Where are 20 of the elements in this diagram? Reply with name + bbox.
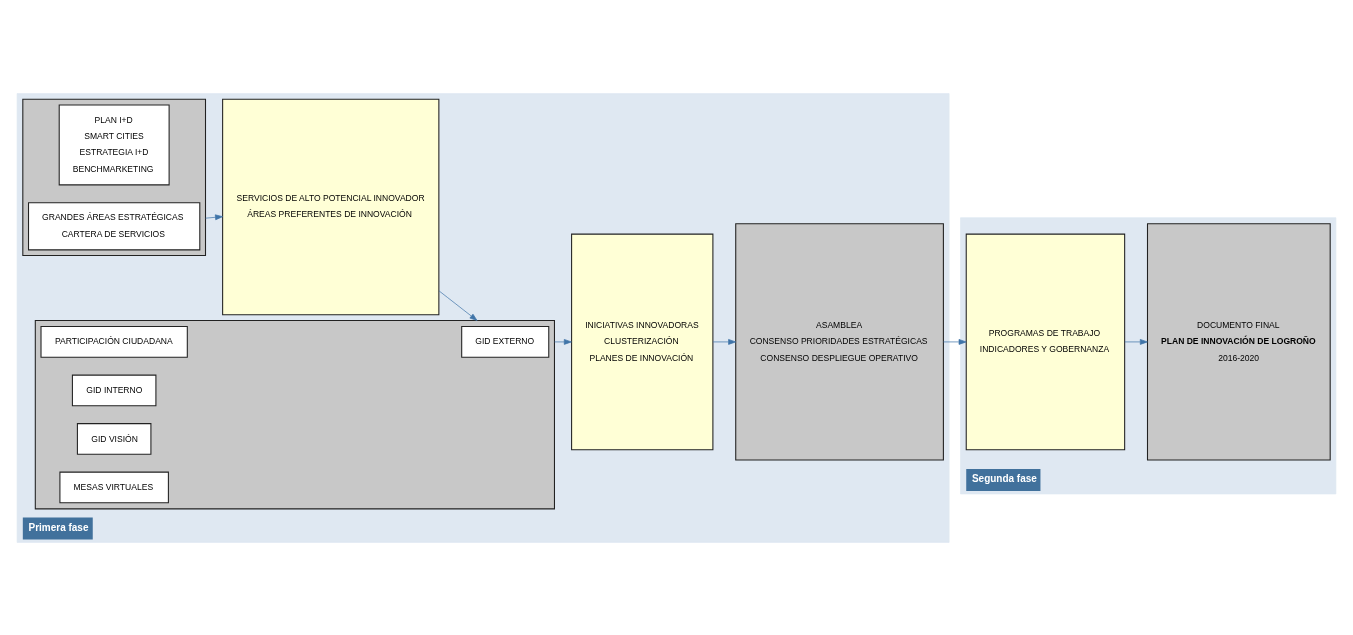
arrow (205, 213, 223, 220)
arrow (943, 338, 967, 345)
node-box: PROGRAMAS DE TRABAJO INDICADORES Y GOBERNANZA (965, 233, 1126, 450)
arrow (438, 290, 478, 321)
node-box: PARTICIPACIÓN CIUDADANA (40, 325, 188, 358)
node-box: PLAN I+D SMART CITIES ESTRATEGIA I+D BENCHMARKETING (58, 103, 170, 185)
node-box: GID VISIÓN (76, 422, 152, 455)
node-box: GID INTERNO (71, 374, 157, 406)
cluster (34, 319, 555, 509)
cluster (22, 98, 207, 256)
node-box: SERVICIOS DE ALTO POTENCIAL INNOVADOR ÁREAS PREFERENTES DE INNOVACIÓN (222, 98, 440, 315)
arrow (554, 338, 572, 345)
arrow (1124, 338, 1148, 345)
node-box: MESAS VIRTUALES (59, 471, 169, 503)
node-box: GID EXTERNO (461, 325, 550, 358)
arrow (712, 338, 737, 345)
node-box: INICIATIVAS INNOVADORAS CLUSTERIZACIÓN PLANES DE INNOVACIÓN (571, 233, 714, 450)
node-box: GRANDES ÁREAS ESTRATÉGICAS CARTERA DE SERVICIOS (28, 201, 201, 250)
node-box: ASAMBLEA CONSENSO PRIORIDADES ESTRATÉGICAS CONSENSO DESPLIEGUE OPERATIVO (735, 222, 944, 461)
node-box: DOCUMENTO FINAL PLAN DE INNOVACIÓN DE LOGROÑO 2016-2020 (1146, 222, 1331, 461)
